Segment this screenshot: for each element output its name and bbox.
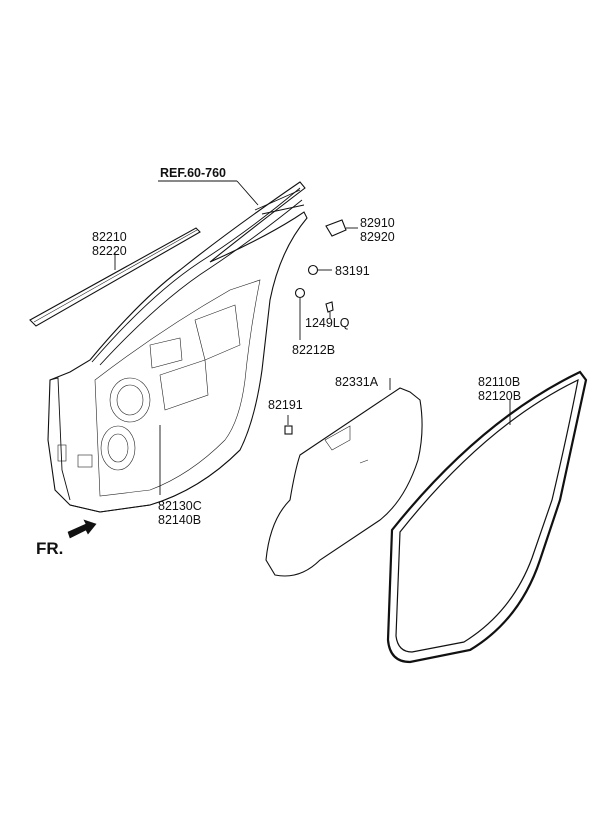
screw-1249lq[interactable]: 1249LQ: [305, 301, 350, 330]
window-frame-corner: [254, 189, 305, 215]
door-panel-label-2[interactable]: 82140B: [158, 513, 201, 527]
lower-speaker-hole: [100, 425, 136, 471]
weatherstrip-inner: [395, 378, 579, 653]
belt-molding-inner-line: [33, 229, 198, 323]
plug-82191[interactable]: 82191: [268, 398, 303, 435]
clip-label-2[interactable]: 82920: [360, 230, 395, 244]
seal-sheet-label[interactable]: 82331A: [335, 375, 379, 389]
plug-icon: [284, 425, 293, 435]
door-panel[interactable]: 82130C 82140B: [47, 181, 308, 527]
grommet-icon: [307, 264, 319, 276]
front-arrow-icon: [67, 519, 97, 539]
seal-sheet-slot: [359, 459, 369, 464]
seal-sheet-shape: [265, 387, 423, 577]
door-inner-panel: [94, 279, 261, 497]
upper-speaker-hole: [109, 377, 151, 423]
weatherstrip[interactable]: 82110B 82120B: [386, 370, 588, 664]
front-direction-indicator: FR.: [36, 519, 97, 558]
hinge-bracket-lower: [57, 444, 67, 462]
upper-speaker-ring: [116, 384, 144, 416]
door-panel-label-1[interactable]: 82130C: [158, 499, 202, 513]
door-hinge-edge: [49, 377, 71, 501]
access-opening-upper: [194, 304, 241, 361]
lower-speaker-ring: [107, 433, 129, 463]
weatherstrip-label-2[interactable]: 82120B: [478, 389, 521, 403]
weatherstrip-label-1[interactable]: 82110B: [478, 375, 520, 389]
window-frame-rail-inner: [99, 199, 303, 366]
plug-label[interactable]: 82191: [268, 398, 303, 412]
screw-icon: [325, 301, 334, 313]
access-opening-small: [149, 337, 183, 369]
belt-molding[interactable]: 82210 82220: [29, 227, 201, 327]
reference-label[interactable]: REF.60-760: [160, 166, 226, 180]
screw-label[interactable]: 1249LQ: [305, 316, 350, 330]
grommet-label[interactable]: 83191: [335, 264, 370, 278]
grommet-82212b[interactable]: 82212B: [292, 287, 335, 358]
belt-molding-label-2[interactable]: 82220: [92, 244, 127, 258]
window-frame-rail-outer: [91, 187, 301, 363]
door-outer-frame: [47, 181, 308, 513]
clip-icon: [325, 219, 347, 237]
door-bottom-edge: [69, 449, 241, 513]
access-opening-middle: [159, 359, 209, 411]
weatherstrip-outer: [386, 370, 588, 664]
grommet-b-icon: [294, 287, 306, 299]
grommet-b-label[interactable]: 82212B: [292, 343, 335, 357]
seal-sheet-cutout: [324, 425, 351, 451]
reference-callout[interactable]: REF.60-760: [158, 166, 259, 206]
hinge-bracket-upper: [77, 454, 93, 468]
clip-assembly[interactable]: 82910 82920: [325, 216, 395, 244]
reference-leader: [236, 180, 259, 206]
seal-sheet[interactable]: 82331A: [265, 375, 423, 577]
front-direction-label: FR.: [36, 539, 63, 558]
clip-label-1[interactable]: 82910: [360, 216, 395, 230]
belt-molding-label-1[interactable]: 82210: [92, 230, 127, 244]
grommet-83191[interactable]: 83191: [307, 264, 370, 278]
